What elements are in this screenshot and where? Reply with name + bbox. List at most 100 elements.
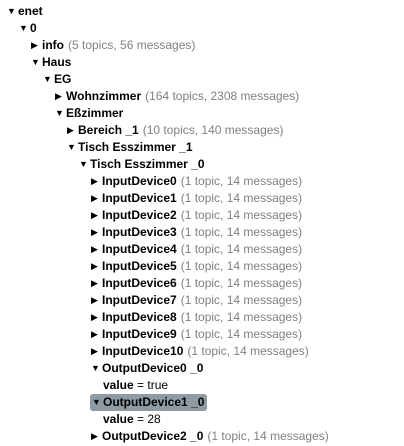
tree-node-name: InputDevice7 xyxy=(102,293,177,307)
tree-node-inputdevice7[interactable]: ▶ InputDevice7(1 topic, 14 messages) xyxy=(0,292,404,309)
collapsed-arrow-icon[interactable]: ▶ xyxy=(91,227,98,237)
tree-node-summary: (1 topic, 14 messages) xyxy=(180,174,303,188)
tree-node-wohnzimmer[interactable]: ▶ Wohnzimmer(164 topics, 2308 messages) xyxy=(0,88,404,105)
tree-node-content[interactable]: ▶ InputDevice8 xyxy=(90,309,178,326)
collapsed-arrow-icon[interactable]: ▶ xyxy=(91,312,98,322)
expanded-arrow-icon[interactable]: ▼ xyxy=(79,159,88,169)
tree-node-content[interactable]: ▼Tisch Esszimmer _0 xyxy=(78,156,206,173)
tree-node-haus[interactable]: ▼Haus xyxy=(0,54,404,71)
tree-node-name: InputDevice9 xyxy=(102,327,177,341)
tree-node-summary: (5 topics, 56 messages) xyxy=(68,38,196,52)
tree-node-summary: (1 topic, 14 messages) xyxy=(180,191,303,205)
collapsed-arrow-icon[interactable]: ▶ xyxy=(91,261,98,271)
tree-node-content[interactable]: ▶ Wohnzimmer xyxy=(54,88,142,105)
tree-node-content[interactable]: ▶ InputDevice9 xyxy=(90,326,178,343)
expanded-arrow-icon[interactable]: ▼ xyxy=(43,74,52,84)
tree-node-content[interactable]: ▶ InputDevice6 xyxy=(90,275,178,292)
tree-node-info[interactable]: ▶ info (5 topics, 56 messages) xyxy=(0,37,404,54)
tree-node-content[interactable]: ▶ InputDevice2 xyxy=(90,207,178,224)
tree-node-inputdevice9[interactable]: ▶ InputDevice9(1 topic, 14 messages) xyxy=(0,326,404,343)
tree-node-summary: (1 topic, 14 messages) xyxy=(180,310,303,324)
tree-node-content[interactable]: ▶OutputDevice2 _0 xyxy=(90,428,204,445)
tree-node-summary: (1 topic, 14 messages) xyxy=(180,293,303,307)
expanded-arrow-icon[interactable]: ▼ xyxy=(7,6,16,16)
tree-node-inputdevice5[interactable]: ▶InputDevice5(1 topic, 14 messages) xyxy=(0,258,404,275)
tree-node-summary: (164 topics, 2308 messages) xyxy=(145,89,300,103)
tree-node-content[interactable]: ▶InputDevice1 xyxy=(90,190,178,207)
tree-node-content[interactable]: ▼enet xyxy=(6,3,44,20)
tree-node-outputdevice2-0[interactable]: ▶OutputDevice2 _0(1 topic, 14 messages) xyxy=(0,428,404,445)
tree-node-content[interactable]: ▶InputDevice4 xyxy=(90,241,178,258)
tree-node-value-row: value = true xyxy=(0,377,404,394)
expanded-arrow-icon[interactable]: ▼ xyxy=(67,142,76,152)
tree-node-enet[interactable]: ▼enet xyxy=(0,3,404,20)
tree-node-inputdevice6[interactable]: ▶ InputDevice6(1 topic, 14 messages) xyxy=(0,275,404,292)
value-label: value xyxy=(103,378,134,392)
expanded-arrow-icon[interactable]: ▼ xyxy=(55,108,64,118)
collapsed-arrow-icon[interactable]: ▶ xyxy=(91,176,98,186)
tree-node-inputdevice2[interactable]: ▶InputDevice2(1 topic, 14 messages) xyxy=(0,207,404,224)
collapsed-arrow-icon[interactable]: ▶ xyxy=(91,278,98,288)
collapsed-arrow-icon[interactable]: ▶ xyxy=(55,91,62,101)
tree-node-inputdevice4[interactable]: ▶InputDevice4(1 topic, 14 messages) xyxy=(0,241,404,258)
tree-node-name: Tisch Esszimmer _1 xyxy=(78,140,193,154)
tree-node-content[interactable]: ▶Bereich _1 xyxy=(66,122,140,139)
tree-node-content[interactable]: ▶InputDevice5 xyxy=(90,258,178,275)
expanded-arrow-icon[interactable]: ▼ xyxy=(92,397,101,407)
tree-node-summary: (1 topic, 14 messages) xyxy=(180,327,303,341)
tree-node-content[interactable]: ▼Tisch Esszimmer _1 xyxy=(66,139,194,156)
tree-node-content[interactable]: ▼Haus xyxy=(30,54,72,71)
tree-node-0[interactable]: ▼0 xyxy=(0,20,404,37)
tree-node-content[interactable]: ▶ InputDevice0 xyxy=(90,173,178,190)
tree-node-name: InputDevice2 xyxy=(102,208,177,222)
value-separator: = xyxy=(133,412,148,426)
tree-node-summary: (1 topic, 14 messages) xyxy=(180,276,303,290)
tree-node-content[interactable]: ▼EG xyxy=(42,71,72,88)
expanded-arrow-icon[interactable]: ▼ xyxy=(91,363,100,373)
tree-node-eg[interactable]: ▼EG xyxy=(0,71,404,88)
expanded-arrow-icon[interactable]: ▼ xyxy=(19,23,28,33)
collapsed-arrow-icon[interactable]: ▶ xyxy=(91,244,98,254)
tree-node-summary: (1 topic, 14 messages) xyxy=(180,259,303,273)
tree-node-tisch-esszimmer-1[interactable]: ▼Tisch Esszimmer _1 xyxy=(0,139,404,156)
tree-node-content[interactable]: ▶ InputDevice10 xyxy=(90,343,184,360)
collapsed-arrow-icon[interactable]: ▶ xyxy=(91,295,98,305)
tree-node-name: info xyxy=(42,38,64,52)
collapsed-arrow-icon[interactable]: ▶ xyxy=(67,125,74,135)
collapsed-arrow-icon[interactable]: ▶ xyxy=(91,329,98,339)
tree-node-name: InputDevice6 xyxy=(102,276,177,290)
tree-node-content[interactable]: ▶ InputDevice7 xyxy=(90,292,178,309)
tree-node-inputdevice0[interactable]: ▶ InputDevice0(1 topic, 14 messages) xyxy=(0,173,404,190)
tree-node-inputdevice10[interactable]: ▶InputDevice10(1 topic, 14 messages) xyxy=(0,343,404,360)
tree-node-content[interactable]: ▶ InputDevice3 xyxy=(90,224,178,241)
tree-node-name: enet xyxy=(18,4,43,18)
tree-node-name: Tisch Esszimmer _0 xyxy=(90,157,205,171)
tree-node-content[interactable]: ▼0 xyxy=(18,20,38,37)
tree-node-name: InputDevice8 xyxy=(102,310,177,324)
tree-node-name: InputDevice0 xyxy=(102,174,177,188)
collapsed-arrow-icon[interactable]: ▶ xyxy=(31,40,38,50)
tree-node-content[interactable]: ▼OutputDevice1 _0 xyxy=(90,394,208,411)
tree-node-content[interactable]: ▶ info xyxy=(30,37,65,54)
tree-node-inputdevice1[interactable]: ▶InputDevice1(1 topic, 14 messages) xyxy=(0,190,404,207)
collapsed-arrow-icon[interactable]: ▶ xyxy=(91,210,98,220)
expanded-arrow-icon[interactable]: ▼ xyxy=(31,57,40,67)
tree-node-tisch-esszimmer-0[interactable]: ▼Tisch Esszimmer _0 xyxy=(0,156,404,173)
value-separator: = xyxy=(133,378,148,392)
tree-node-name: Wohnzimmer xyxy=(66,89,142,103)
tree-node-bereich-1[interactable]: ▶Bereich _1(10 topics, 140 messages) xyxy=(0,122,404,139)
tree-node-inputdevice8[interactable]: ▶ InputDevice8(1 topic, 14 messages) xyxy=(0,309,404,326)
tree-node-name: OutputDevice0 _0 xyxy=(102,361,204,375)
collapsed-arrow-icon[interactable]: ▶ xyxy=(91,193,98,203)
collapsed-arrow-icon[interactable]: ▶ xyxy=(91,431,98,441)
tree-node-e-zimmer[interactable]: ▼Eßzimmer xyxy=(0,105,404,122)
tree-node-name: InputDevice10 xyxy=(102,344,184,358)
collapsed-arrow-icon[interactable]: ▶ xyxy=(91,346,98,356)
tree-node-summary: (1 topic, 14 messages) xyxy=(180,225,303,239)
tree-node-content[interactable]: ▼Eßzimmer xyxy=(54,105,124,122)
tree-node-inputdevice3[interactable]: ▶ InputDevice3(1 topic, 14 messages) xyxy=(0,224,404,241)
tree-node-outputdevice1-0[interactable]: ▼OutputDevice1 _0 xyxy=(0,394,404,411)
tree-node-name: InputDevice3 xyxy=(102,225,177,239)
tree-node-outputdevice0-0[interactable]: ▼OutputDevice0 _0 xyxy=(0,360,404,377)
tree-node-content[interactable]: ▼OutputDevice0 _0 xyxy=(90,360,204,377)
